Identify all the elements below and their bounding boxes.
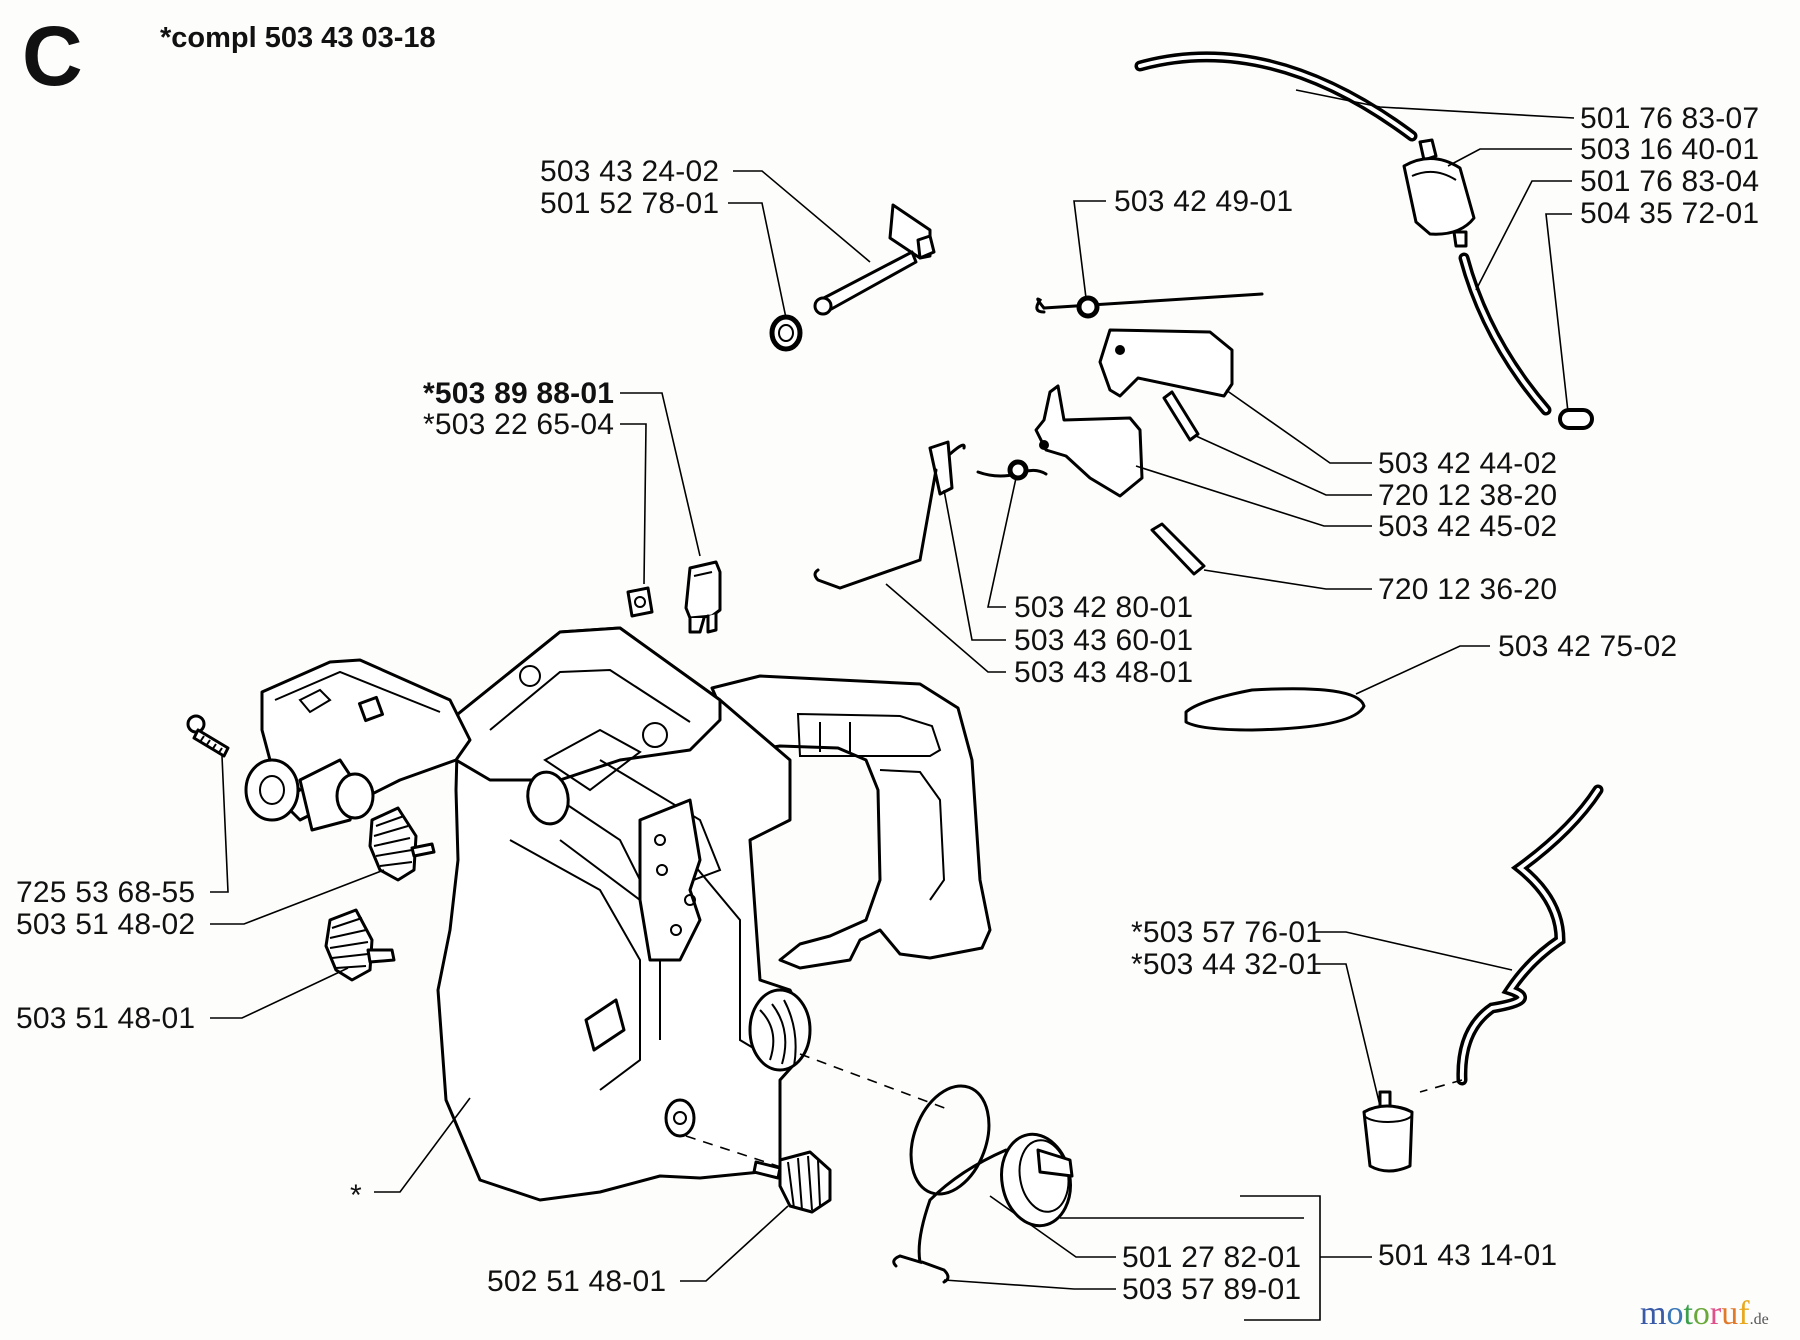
throttle-lockout-drawing (1098, 328, 1234, 398)
part-label-throttle-lockout[interactable]: 503 42 44-02 (1378, 447, 1558, 480)
part-label-av-buffer-upper[interactable]: 503 51 48-02 (16, 908, 196, 941)
bracket-drawing (684, 560, 722, 634)
av-buffer-bottom-drawing (752, 1150, 832, 1214)
plate-drawing (626, 586, 654, 618)
leader-lines (210, 89, 1575, 1321)
part-label-hose-clip[interactable]: 504 35 72-01 (1580, 197, 1760, 230)
part-label-cap-strap[interactable]: 503 57 89-01 (1122, 1273, 1302, 1306)
av-buffer-lower-drawing (324, 908, 396, 982)
watermark-logo: motoruf.de (1640, 1296, 1769, 1338)
assembly-note: *compl 503 43 03-18 (160, 22, 436, 54)
screw-drawing (186, 714, 230, 758)
fuel-hose-lower-drawing (1458, 252, 1552, 416)
part-label-plate[interactable]: *503 22 65-04 (423, 408, 615, 441)
spring-top-drawing (1035, 292, 1264, 319)
part-label-throttle-rod[interactable]: 503 43 48-01 (1014, 656, 1194, 689)
tank-hose-drawing (1419, 784, 1604, 1093)
part-label-av-buffer-lower[interactable]: 503 51 48-01 (16, 1002, 196, 1035)
watermark-letter: t (1683, 1295, 1693, 1332)
throttle-rod-drawing (813, 440, 966, 590)
part-label-oring[interactable]: 501 27 82-01 (1122, 1241, 1302, 1274)
watermark-suffix: .de (1749, 1311, 1769, 1328)
watermark-letter: o (1692, 1295, 1710, 1332)
fuel-hose-upper-drawing (1134, 51, 1418, 142)
alignment-line-cap (799, 1053, 951, 1111)
pin-upper-drawing (1162, 390, 1200, 442)
part-label-grip-insert[interactable]: 503 42 75-02 (1498, 630, 1678, 663)
cap-strap-drawing (892, 1148, 1008, 1284)
fuel-filter-top-drawing (1402, 138, 1476, 248)
av-buffer-upper-drawing (368, 806, 436, 882)
part-label-fuel-cap-assembly[interactable]: 501 43 14-01 (1378, 1239, 1558, 1272)
trigger-spring-drawing (976, 459, 1048, 481)
lever-link-drawing (813, 203, 936, 316)
watermark-letter: m (1640, 1295, 1667, 1332)
part-label-pin-lower[interactable]: 720 12 36-20 (1378, 573, 1558, 606)
watermark-letter: r (1709, 1295, 1722, 1332)
part-label-bracket[interactable]: *503 89 88-01 (423, 377, 615, 410)
part-label-pin-upper[interactable]: 720 12 38-20 (1378, 479, 1558, 512)
watermark-letter: f (1738, 1295, 1750, 1332)
oring-drawing (909, 1084, 991, 1196)
pin-lower-drawing (1150, 522, 1206, 576)
part-label-av-buffer-bottom[interactable]: 502 51 48-01 (487, 1265, 667, 1298)
alignment-line-buffer (685, 1135, 791, 1171)
part-label-fuel-hose-upper[interactable]: 501 76 83-07 (1580, 102, 1760, 135)
section-letter: C (22, 9, 83, 103)
part-label-trigger-spring[interactable]: 503 42 80-01 (1014, 591, 1194, 624)
part-label-tank-hose[interactable]: *503 57 76-01 (1131, 916, 1323, 949)
part-label-washer[interactable]: 501 52 78-01 (540, 187, 720, 220)
part-label-tank-filter[interactable]: *503 44 32-01 (1131, 948, 1323, 981)
part-label-throttle-trigger[interactable]: 503 42 45-02 (1378, 510, 1558, 543)
part-label-lever-link[interactable]: 503 43 24-02 (540, 155, 720, 188)
grip-insert-drawing (1184, 687, 1366, 732)
housing-drawing (244, 626, 992, 1202)
part-label-fuel-hose-lower[interactable]: 501 76 83-04 (1580, 165, 1760, 198)
tank-filter-drawing (1362, 1090, 1414, 1173)
part-label-spring-top[interactable]: 503 42 49-01 (1114, 185, 1294, 218)
fuel-cap-drawing (1000, 1132, 1074, 1228)
washer-drawing (769, 314, 803, 352)
part-label-housing[interactable]: * (350, 1179, 362, 1212)
hose-clip-drawing (1558, 408, 1594, 430)
watermark-letter: u (1721, 1295, 1739, 1332)
part-label-rod-clip[interactable]: 503 43 60-01 (1014, 624, 1194, 657)
watermark-letter: o (1666, 1295, 1684, 1332)
throttle-trigger-drawing (1034, 384, 1144, 498)
part-label-screw[interactable]: 725 53 68-55 (16, 876, 196, 909)
part-label-fuel-filter-top[interactable]: 503 16 40-01 (1580, 133, 1760, 166)
